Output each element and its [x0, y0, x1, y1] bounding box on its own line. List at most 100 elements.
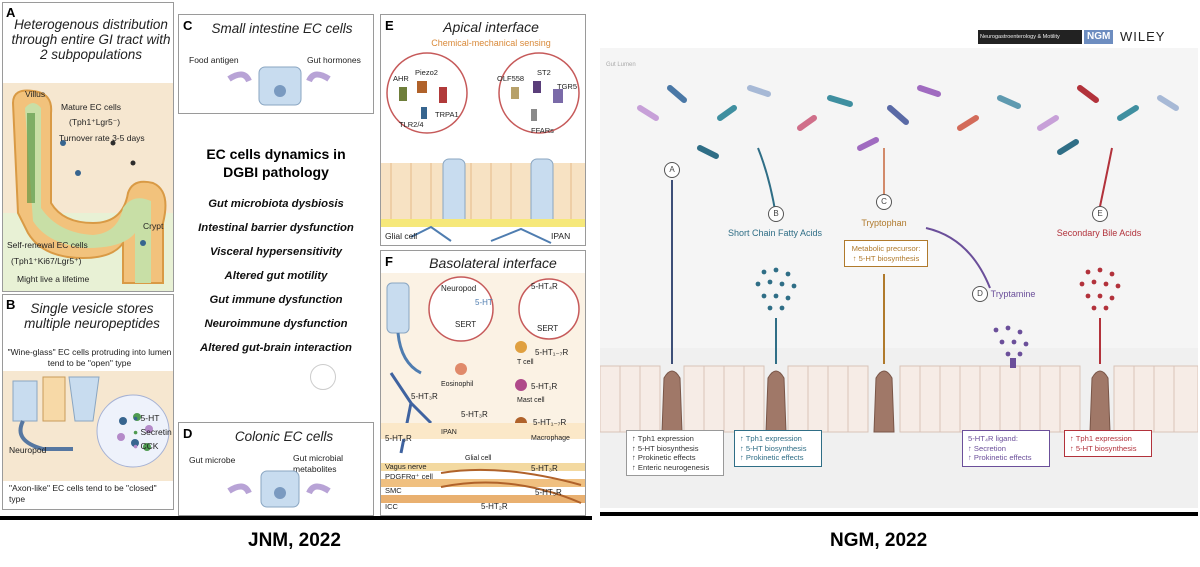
journal-header: Neurogastroenterology & Motility NGM WIL…	[978, 30, 1198, 44]
right-figure: Neurogastroenterology & Motility NGM WIL…	[600, 30, 1198, 508]
panel-a-title: Heterogenous distribution through entire…	[11, 17, 171, 62]
center-item-3: Visceral hypersensitivity	[209, 246, 343, 258]
f-label-tcell: T cell	[517, 359, 534, 366]
f-label-eosinophil: Eosinophil	[441, 381, 474, 388]
pathway-d-effect-1: 5-HT₄R ligand:	[968, 434, 1018, 443]
pathway-d-effect-3: ↑ Prokinetic effects	[968, 453, 1032, 463]
pathway-c-label: Tryptophan	[861, 218, 907, 228]
right-caption-rule	[600, 512, 1198, 516]
pathway-c-effect-2: ↑ 5-HT biosynthesis	[852, 253, 920, 263]
pathway-b-label: Short Chain Fatty Acids	[727, 228, 823, 238]
center-dgbi: EC cells dynamics in DGBI pathology Gut …	[178, 118, 374, 418]
5ht-tag: 5-HT	[475, 298, 493, 307]
f-label-ipan: IPAN	[441, 429, 457, 436]
brand-ngm: NGM	[1084, 30, 1114, 44]
pathway-c-marker: C	[876, 194, 892, 210]
pathway-b-marker: B	[768, 206, 784, 222]
pathway-b-effect-1: ↑ Tph1 expression	[740, 434, 802, 443]
mature-label: Mature EC cells	[61, 102, 121, 112]
gut-microbe-label: Gut microbe	[189, 455, 236, 465]
smc-label: SMC	[385, 486, 402, 495]
small-intestine-ec-cell	[227, 66, 331, 106]
glial-cell-label: Glial cell	[385, 231, 418, 241]
panel-d: D Colonic EC cells Gut microbe Gut micro…	[178, 422, 374, 516]
pathway-e-label: Secondary Bile Acids	[1056, 228, 1142, 238]
f-label-mastcell: Mast cell	[517, 397, 545, 404]
center-item-7: Altered gut-brain interaction	[200, 342, 352, 354]
receptor-ahr: AHR	[393, 74, 409, 83]
basolateral-illustration	[381, 273, 585, 504]
pdgfr-label: PDGFRα⁺ cell	[385, 472, 433, 481]
self-marker-label: (Tph1⁺Ki67/Lgr5⁺)	[11, 256, 82, 266]
brand-wiley: WILEY	[1120, 30, 1166, 44]
pathway-c-effect-1: Metabolic precursor:	[851, 244, 921, 253]
lifetime-label: Might live a lifetime	[17, 274, 90, 284]
panel-c-letter: C	[183, 18, 193, 33]
food-antigen-label: Food antigen	[189, 55, 239, 65]
receptor-tlr24: TLR2/4	[399, 120, 424, 129]
pathway-e-effect-2: ↑ 5-HT biosynthesis	[1070, 443, 1137, 453]
center-item-1: Gut microbiota dysbiosis	[208, 198, 344, 210]
sert-left: SERT	[455, 320, 477, 329]
wine-glass-note: "Wine-glass" EC cells protruding into lu…	[7, 347, 172, 368]
f-label-5: 5-HT₁R	[531, 382, 558, 391]
mature-marker: (Tph1⁺Lgr5⁻)	[69, 117, 121, 127]
neuropod-label: Neuropod	[9, 445, 47, 455]
pathway-b-effect-2: ↑ 5-HT biosynthesis	[740, 443, 807, 453]
pathway-a-effects: ↑ Tph1 expression ↑ 5-HT biosynthesis ↑ …	[626, 430, 724, 477]
pathway-b-effect-3: ↑ Prokinetic effects	[740, 453, 804, 463]
panel-e-subtitle: Chemical-mechanical sensing	[431, 38, 551, 48]
pathway-a-effect-3: ↑ Prokinetic effects	[632, 453, 696, 463]
turnover-label: Turnover rate 3-5 days	[59, 133, 145, 143]
gut-hormones-label: Gut hormones	[307, 55, 361, 65]
receptor-st2: ST2	[537, 68, 551, 77]
bottom-receptor-1: 5-HT₃R	[531, 464, 558, 473]
center-item-4: Altered gut motility	[224, 270, 328, 282]
crypt-label: Crypt	[143, 221, 164, 231]
center-item-6: Neuroimmune dysfunction	[204, 318, 348, 330]
journal-small: Neurogastroenterology & Motility	[978, 30, 1082, 44]
center-title-1: EC cells dynamics in	[206, 146, 346, 162]
ht4r-label: 5-HT₄R	[531, 282, 558, 291]
panel-e-title: Apical interface	[443, 19, 539, 35]
receptor-tgr5: TGR5	[557, 82, 578, 91]
receptor-olf558: OLF558	[497, 74, 525, 83]
legend-5ht: ● 5-HT	[133, 413, 160, 423]
pathway-a-marker: A	[664, 162, 680, 178]
panel-e: E Apical interface Chemical-mechanical s…	[380, 14, 586, 246]
f-label-3: 5-HT₃R	[411, 392, 438, 401]
f-label-7: 5-HT₁₋₇R	[533, 418, 567, 427]
f-label-glial: Glial cell	[465, 455, 492, 462]
legend-cck: ● CCK	[133, 441, 159, 451]
bottom-receptor-3: 5-HT₂R	[481, 502, 508, 511]
colonic-ec-cell	[227, 470, 331, 508]
villus-illustration	[3, 83, 173, 291]
f-label-macrophage: Macrophage	[531, 435, 570, 442]
panel-b-title: Single vesicle stores multiple neuropept…	[24, 301, 160, 331]
left-caption-rule	[0, 516, 592, 520]
center-item-5: Gut immune dysfunction	[209, 294, 343, 306]
panel-b: B Single vesicle stores multiple neurope…	[2, 294, 174, 510]
left-caption: JNM, 2022	[248, 530, 341, 551]
panel-c-title: Small intestine EC cells	[211, 21, 353, 36]
pathway-a-effect-1: ↑ Tph1 expression	[632, 434, 694, 443]
right-caption: NGM, 2022	[830, 530, 928, 551]
villus-label: Villus	[25, 89, 46, 99]
bottom-receptor-2: 5-HT₃R	[535, 488, 562, 497]
f-label-12: 5-HT₃R	[385, 434, 412, 443]
ec-vesicle-illustration	[3, 371, 173, 481]
receptor-trpa1: TRPA1	[435, 110, 459, 119]
legend-secretin: ● Secretin	[133, 427, 172, 437]
panel-a: A Heterogenous distribution through enti…	[2, 2, 174, 292]
panel-f-letter: F	[385, 254, 393, 269]
pathway-b-effects: ↑ Tph1 expression ↑ 5-HT biosynthesis ↑ …	[734, 430, 822, 467]
pathway-a-effect-4: ↑ Enteric neurogenesis	[632, 462, 710, 472]
vagus-label: Vagus nerve	[385, 462, 427, 471]
pathway-e-marker: E	[1092, 206, 1108, 222]
center-title-2: DGBI pathology	[223, 164, 329, 180]
neuropod-f-label: Neuropod	[441, 284, 477, 293]
f-label-1: 5-HT₁₋₇R	[535, 348, 569, 357]
pathway-d-effects: 5-HT₄R ligand: ↑ Secretion ↑ Prokinetic …	[962, 430, 1050, 467]
panel-a-letter: A	[6, 5, 16, 20]
sert-right: SERT	[537, 324, 559, 333]
